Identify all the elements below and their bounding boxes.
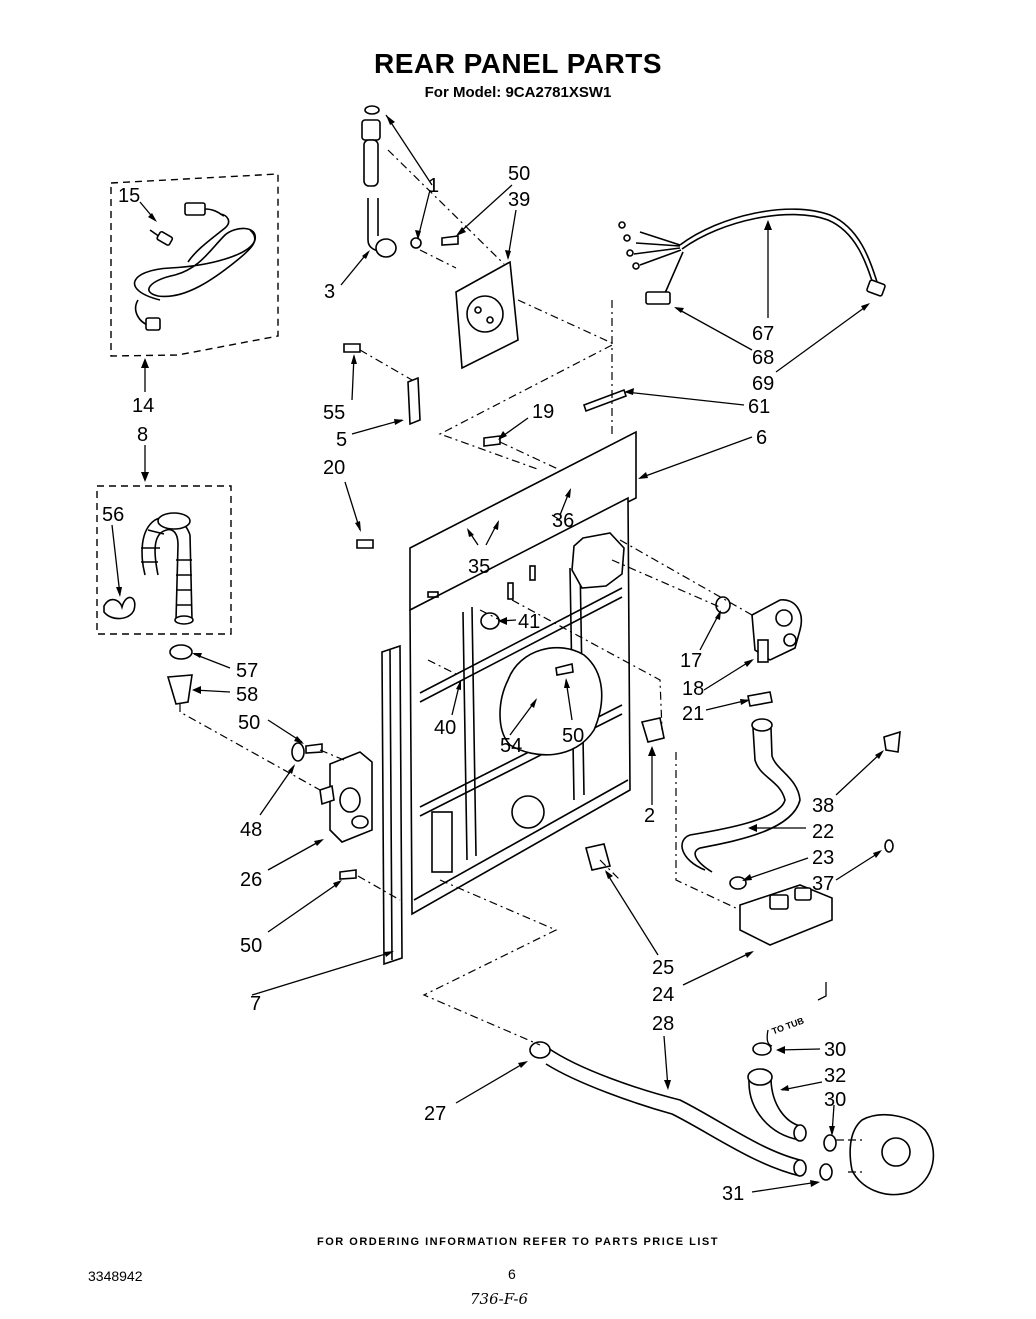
callout-23: 23 xyxy=(812,847,834,869)
callout-30: 30 xyxy=(824,1039,846,1061)
callout-24: 24 xyxy=(652,984,674,1006)
callout-69: 69 xyxy=(752,373,774,395)
callout-50: 50 xyxy=(238,712,260,734)
hose-clamp xyxy=(729,876,747,890)
callout-38: 38 xyxy=(812,795,834,817)
clamp-ring xyxy=(169,644,193,660)
clip xyxy=(640,717,665,743)
to-tub-label: TO TUB xyxy=(771,1015,806,1036)
callout-18: 18 xyxy=(682,678,704,700)
callout-20: 20 xyxy=(323,457,345,479)
rear-panel xyxy=(409,430,637,916)
screw xyxy=(343,343,361,353)
callout-36: 36 xyxy=(552,510,574,532)
hose-clamp xyxy=(291,742,305,762)
callout-57: 57 xyxy=(236,660,258,682)
callout-17: 17 xyxy=(680,650,702,672)
screw xyxy=(441,235,459,246)
handwritten-note: 736-F-6 xyxy=(470,1290,529,1308)
grommet xyxy=(480,612,500,630)
callout-21: 21 xyxy=(682,703,704,725)
side-channel xyxy=(381,644,403,966)
inlet-cover-plate xyxy=(455,260,519,370)
callout-25: 25 xyxy=(652,957,674,979)
tub-hose xyxy=(747,1042,807,1142)
power-cord xyxy=(133,202,256,331)
callout-6: 6 xyxy=(756,427,767,449)
callout-56: 56 xyxy=(102,504,124,526)
callout-22: 22 xyxy=(812,821,834,843)
callout-8: 8 xyxy=(137,424,148,446)
callout-41: 41 xyxy=(518,611,540,633)
callout-31: 31 xyxy=(722,1183,744,1205)
callout-61: 61 xyxy=(748,396,770,418)
callout-15: 15 xyxy=(118,185,140,207)
leader-arrows xyxy=(111,114,884,1193)
callout-55: 55 xyxy=(323,402,345,424)
callout-14: 14 xyxy=(132,395,154,417)
dispenser-assembly xyxy=(739,884,833,946)
o-ring xyxy=(884,839,894,853)
hose-adapter xyxy=(166,674,193,705)
pump-assembly xyxy=(848,1114,935,1196)
internal-hose xyxy=(681,718,801,873)
harness-bracket xyxy=(582,388,628,413)
water-valve xyxy=(751,599,802,663)
screw xyxy=(555,663,574,676)
document-number: 3348942 xyxy=(88,1268,143,1284)
clip xyxy=(407,376,421,426)
callout-50: 50 xyxy=(508,163,530,185)
callout-27: 27 xyxy=(424,1103,446,1125)
callout-26: 26 xyxy=(240,869,262,891)
callout-28: 28 xyxy=(652,1013,674,1035)
wire-harness xyxy=(618,208,886,305)
callout-3: 3 xyxy=(324,281,335,303)
callout-30: 30 xyxy=(824,1089,846,1111)
callout-5: 5 xyxy=(336,429,347,451)
screw xyxy=(483,435,501,447)
callout-37: 37 xyxy=(812,873,834,895)
screw xyxy=(305,743,323,754)
bumper xyxy=(585,843,611,871)
water-inlet-parts xyxy=(361,105,422,258)
bracket-clip xyxy=(883,730,901,753)
drain-hose-kit-box xyxy=(96,485,232,635)
callout-48: 48 xyxy=(240,819,262,841)
pump-drain-hose xyxy=(529,1041,807,1177)
ordering-info-note: FOR ORDERING INFORMATION REFER TO PARTS … xyxy=(317,1236,719,1248)
screw xyxy=(339,869,357,880)
page-title: REAR PANEL PARTS xyxy=(373,48,663,79)
callout-1: 1 xyxy=(428,175,439,197)
drain-hose xyxy=(103,512,194,625)
hose-clamp xyxy=(819,1163,833,1181)
model-subtitle: For Model: 9CA2781XSW1 xyxy=(424,84,612,101)
callout-68: 68 xyxy=(752,347,774,369)
callout-39: 39 xyxy=(508,189,530,211)
callout-19: 19 xyxy=(532,401,554,423)
valve-washer xyxy=(715,596,731,614)
callout-58: 58 xyxy=(236,684,258,706)
callout-2: 2 xyxy=(644,805,655,827)
callout-40: 40 xyxy=(434,717,456,739)
callout-7: 7 xyxy=(250,993,261,1015)
page-number: 6 xyxy=(508,1266,516,1282)
hose-clamp xyxy=(823,1134,837,1152)
callout-54: 54 xyxy=(500,735,522,757)
callout-50: 50 xyxy=(562,725,584,747)
valve-grommet xyxy=(747,691,773,707)
screw xyxy=(356,539,374,549)
drain-outlet-bracket xyxy=(319,751,373,843)
callout-67: 67 xyxy=(752,323,774,345)
callout-35: 35 xyxy=(468,556,490,578)
callout-32: 32 xyxy=(824,1065,846,1087)
callout-50: 50 xyxy=(240,935,262,957)
